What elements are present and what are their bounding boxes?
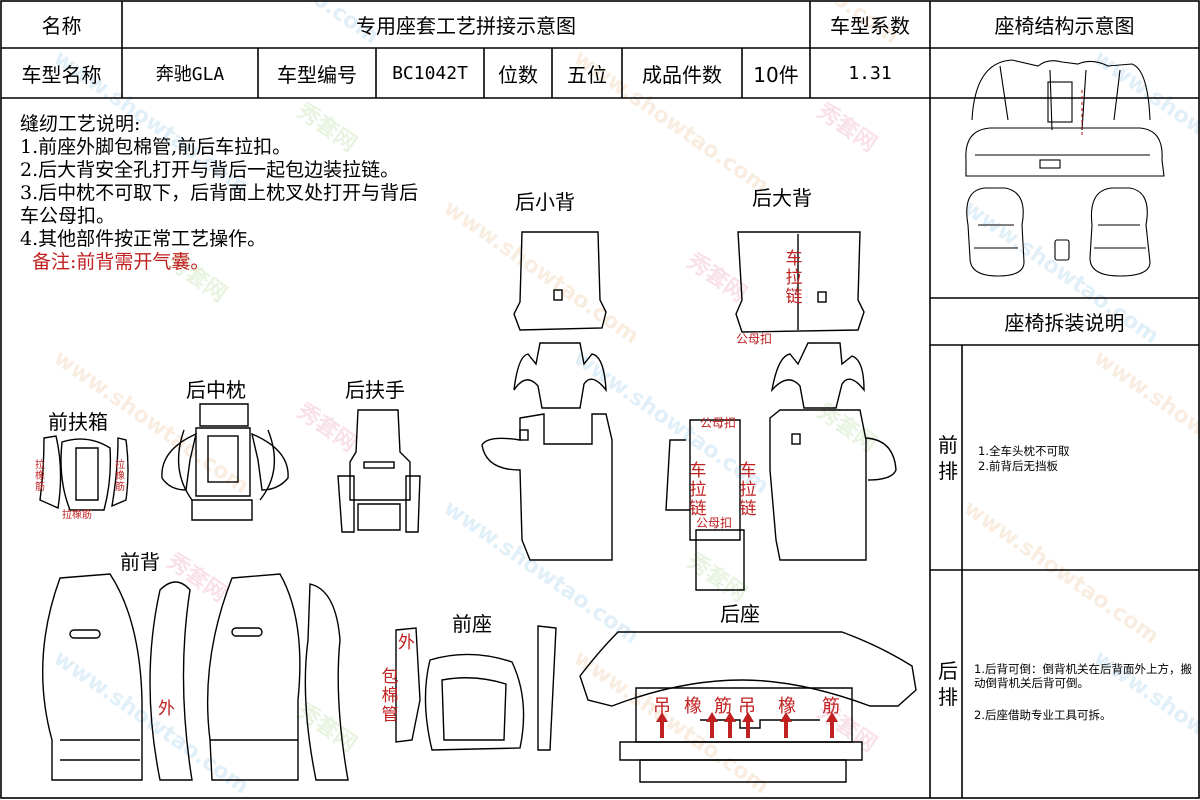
label-rear-armrest: 后扶手 [345, 378, 405, 402]
outer-note: 外 [398, 633, 415, 653]
rubber-band-note: 拉橡筋 [62, 510, 92, 521]
zipper-note: 车拉链 [689, 461, 707, 519]
coef-value: 1.31 [848, 62, 892, 84]
part-front-seat [395, 625, 557, 751]
zipper-note: 车拉链 [739, 461, 757, 519]
remark: 备注:前背需开气囊。 [32, 251, 210, 273]
pieces-label: 成品件数 [642, 62, 722, 87]
coef-label: 车型系数 [830, 14, 910, 38]
model-no-label: 车型编号 [277, 62, 357, 87]
label-front-seat: 前座 [452, 612, 492, 636]
wrap-cotton-note: 包棉管 [381, 667, 399, 725]
rubber-note: 橡 [778, 696, 796, 717]
name-header: 名称 [41, 14, 82, 38]
front-note: 1.全车头枕不可取 [978, 444, 1070, 458]
note-item: 4.其他部件按正常工艺操作。 [20, 228, 267, 250]
notes-title: 缝纫工艺说明: [20, 113, 141, 135]
label-rear-small-back: 后小背 [515, 190, 575, 214]
note-item: 1.前座外脚包棉管,前后车拉扣。 [20, 136, 292, 158]
front-note: 2.前背后无挡板 [978, 459, 1058, 473]
outer-note: 外 [158, 699, 175, 719]
model-name: 奔驰GLA [155, 64, 225, 85]
label-rear-seat: 后座 [720, 602, 760, 626]
rear-row-label: 后排 [938, 659, 958, 709]
rear-note: 2.后座借助专业工具可拆。 [974, 708, 1112, 722]
zipper-note: 车拉链 [785, 249, 803, 307]
label-front-armbox: 前扶箱 [48, 410, 108, 434]
front-row-label: 前排 [938, 433, 958, 483]
snap-note: 公母扣 [696, 516, 733, 530]
label-front-back: 前背 [120, 550, 160, 574]
part-front-armbox [39, 435, 129, 511]
note-item: 2.后大背安全孔打开与背后一起包边装拉链。 [20, 159, 400, 181]
rear-seat-arrows [656, 712, 838, 738]
rubber-note: 橡 [684, 696, 702, 717]
rear-note: 1.后背可倒：倒背机关在后背面外上方，搬动倒背机关后背可倒。 [974, 662, 1192, 690]
seats-value: 五位 [567, 62, 607, 87]
snap-note: 公母扣 [700, 416, 737, 430]
part-rear-center-pillow [161, 403, 289, 521]
model-name-label: 车型名称 [21, 62, 102, 87]
rubber-band-note: 拉橡筋 [115, 460, 125, 493]
structure-title: 座椅结构示意图 [994, 14, 1135, 38]
model-no: BC1042T [392, 62, 468, 84]
hang-note: 吊 [738, 696, 756, 717]
rib-note: 筋 [822, 696, 840, 717]
part-rear-armrest [337, 409, 421, 533]
hang-note: 吊 [653, 696, 671, 717]
snap-note: 公母扣 [736, 332, 773, 346]
note-item: 3.后中枕不可取下，后背面上枕叉处打开与背后 [20, 182, 419, 204]
disassembly-title: 座椅拆装说明 [1004, 311, 1125, 335]
label-rear-big-back: 后大背 [752, 186, 812, 210]
rib-note: 筋 [714, 696, 732, 717]
part-rear-big-back [665, 231, 897, 591]
rubber-band-note: 拉橡筋 [35, 460, 45, 493]
label-rear-center-pillow: 后中枕 [186, 378, 246, 402]
part-rear-small-back [481, 231, 613, 561]
note-item: 车公母扣。 [20, 205, 116, 227]
pieces-value: 10件 [753, 62, 799, 87]
seat-structure-illustration [965, 59, 1165, 277]
seats-label: 位数 [498, 62, 538, 87]
part-front-back [42, 573, 349, 781]
page-title: 专用座套工艺拼接示意图 [356, 14, 576, 38]
